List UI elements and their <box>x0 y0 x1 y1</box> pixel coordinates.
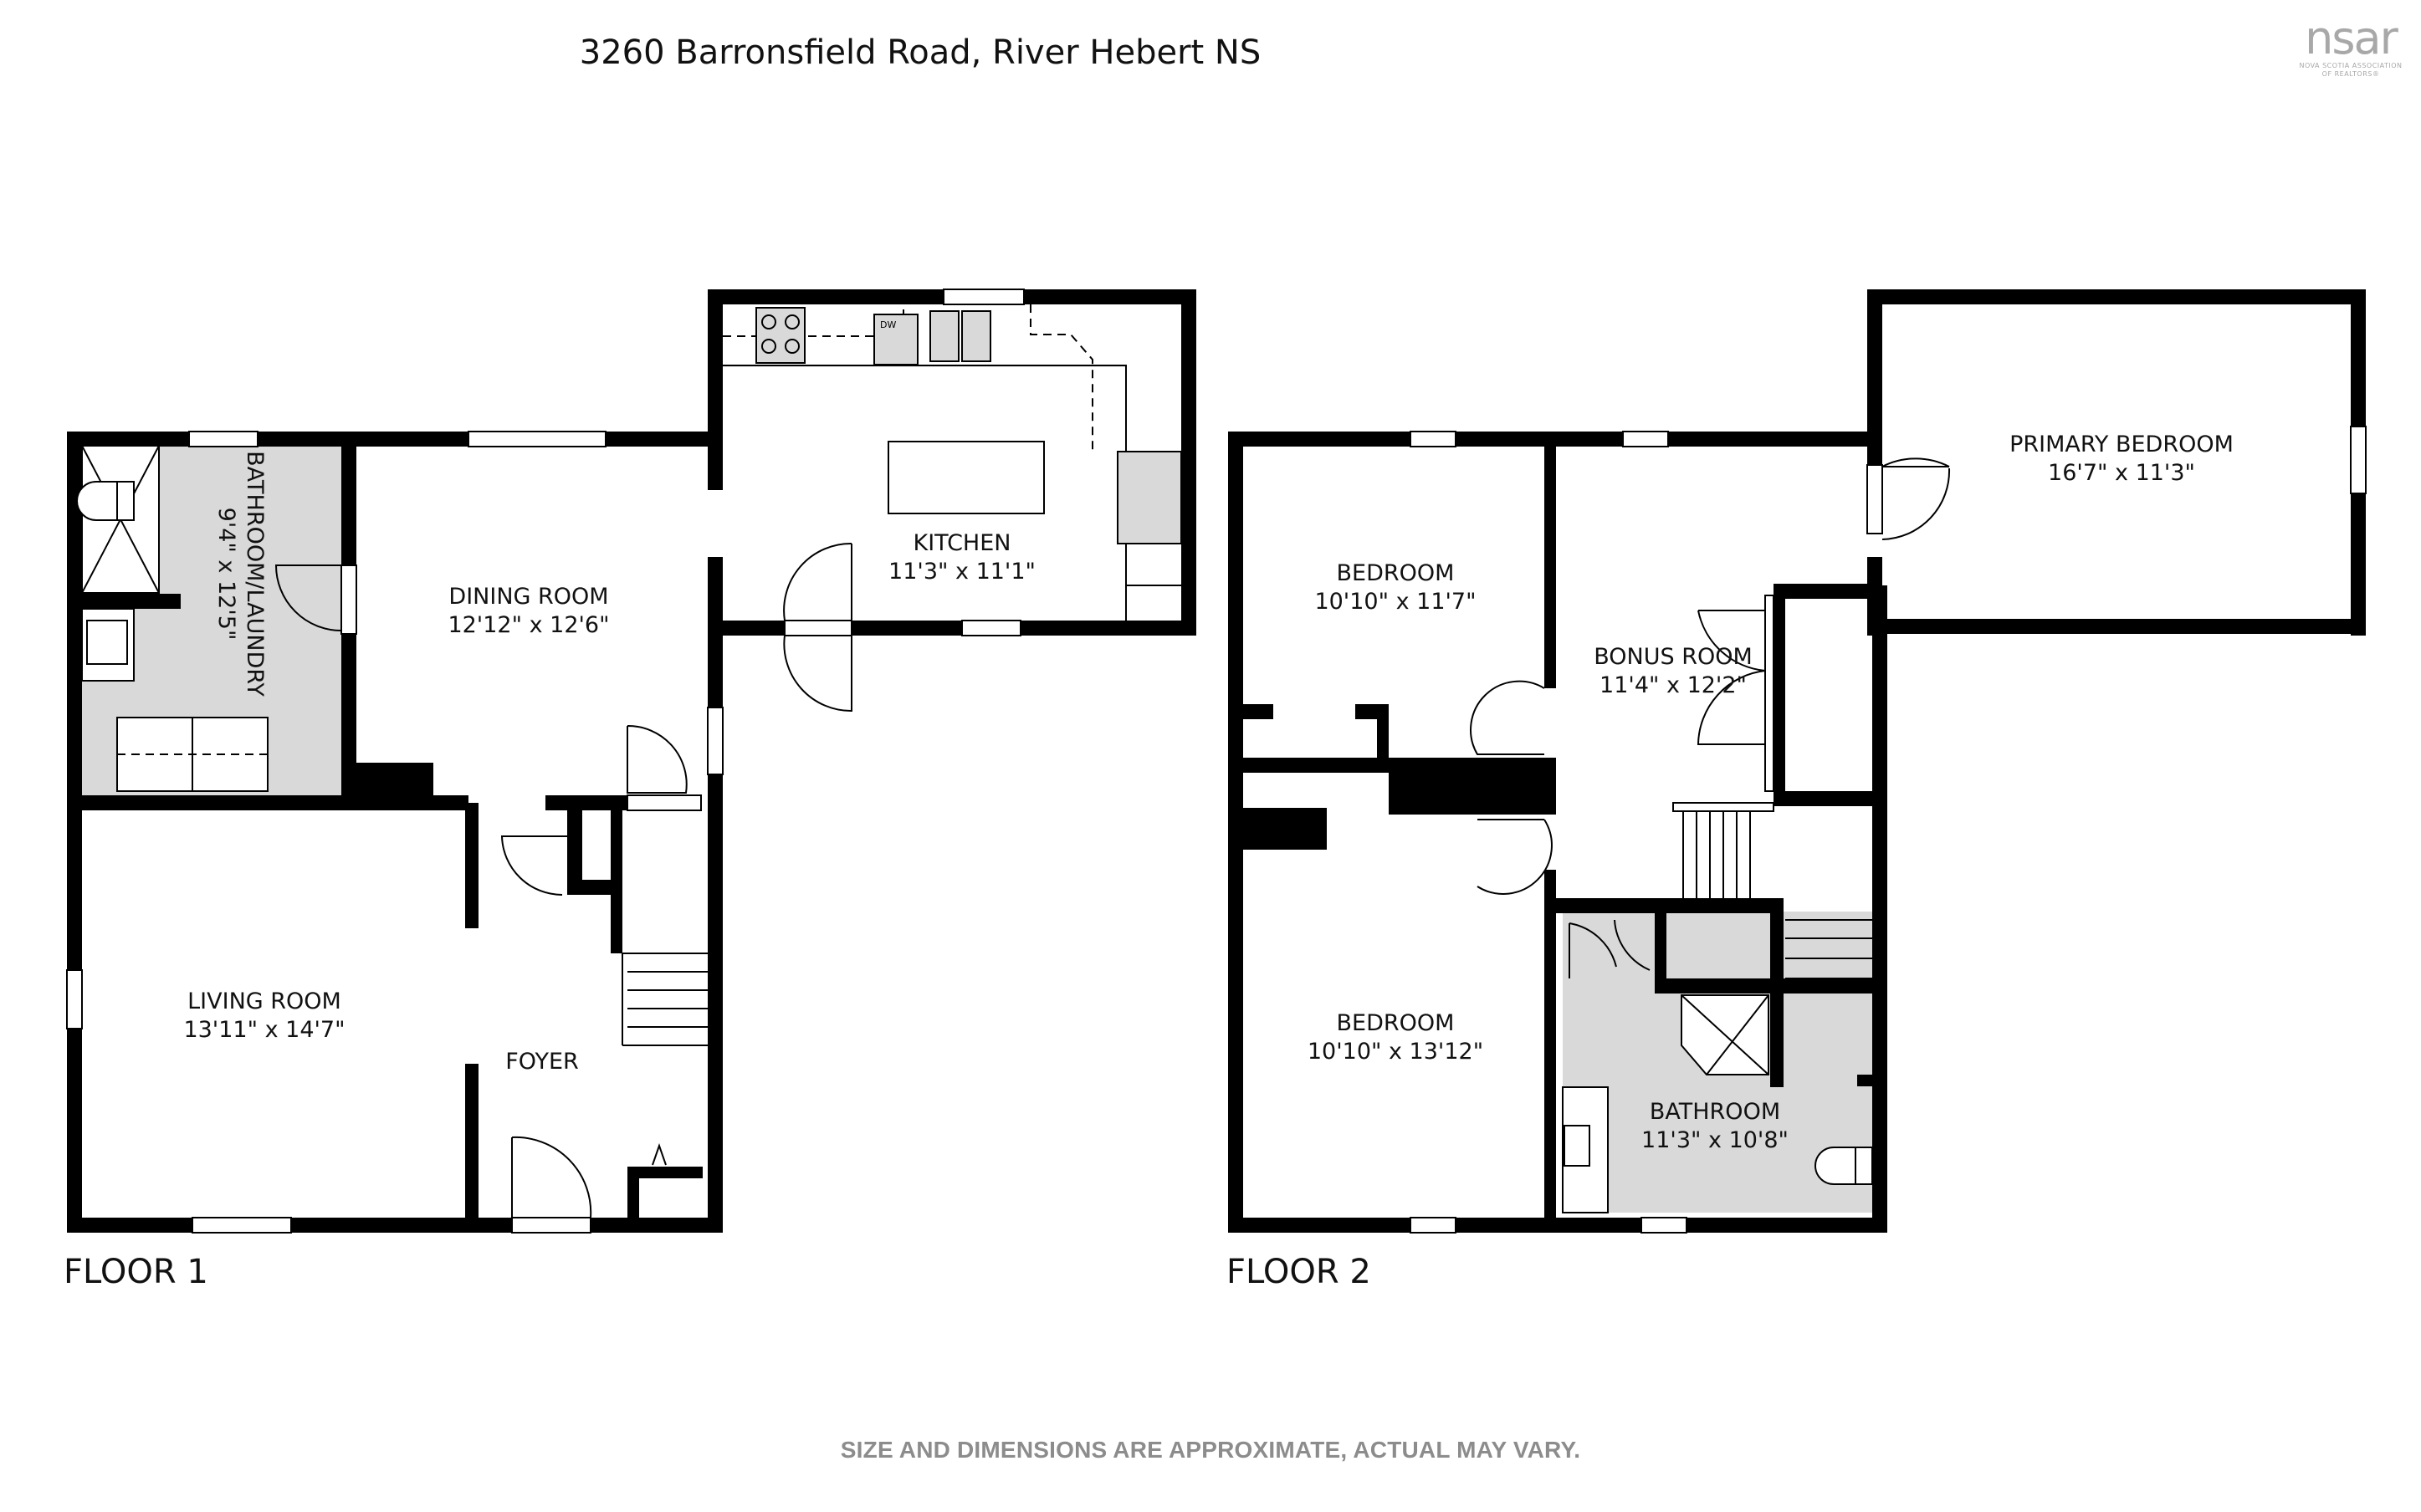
floor-1-label: FLOOR 1 <box>64 1253 208 1291</box>
refrigerator <box>1117 451 1182 544</box>
staircase <box>1672 802 1872 979</box>
disclaimer: SIZE AND DIMENSIONS ARE APPROXIMATE, ACT… <box>840 1437 1581 1463</box>
floor-2-plan <box>1228 289 2367 1234</box>
logo-wordmark: nsar <box>2305 12 2398 64</box>
room-name-bedroom-1: BEDROOM <box>1337 560 1455 586</box>
nsar-logo: nsar NOVA SCOTIA ASSOCIATION OF REALTORS… <box>2284 15 2418 79</box>
front-door-swing <box>511 1136 592 1218</box>
room-labels: BATHROOM/LAUNDRY 9'4" x 12'5" DINING ROO… <box>183 432 2233 1153</box>
window <box>192 1217 292 1234</box>
room-dims-bonus: 11'4" x 12'2" <box>1599 672 1747 698</box>
room-name-bonus: BONUS ROOM <box>1594 644 1753 670</box>
room-dims-kitchen: 11'3" x 11'1" <box>888 559 1036 585</box>
window <box>2350 426 2367 494</box>
room-dims-primary-bedroom: 16'7" x 11'3" <box>2048 460 2195 486</box>
bath-door-swing <box>1569 919 1651 978</box>
logo-line-2: OF REALTORS® <box>2321 70 2380 78</box>
toilet-icon <box>1814 1147 1856 1185</box>
room-dims-bedroom-2: 10'10" x 13'12" <box>1308 1039 1483 1065</box>
room-dims-dining: 12'12" x 12'6" <box>448 612 609 638</box>
room-name-foyer: FOYER <box>505 1049 579 1075</box>
room-name-kitchen: KITCHEN <box>914 530 1011 556</box>
primary-door-swing <box>1874 457 1951 540</box>
window <box>188 431 258 447</box>
sink-right <box>961 310 991 362</box>
door-swing <box>274 564 342 631</box>
stair-arrow-icon <box>652 1142 667 1166</box>
stove-icon <box>755 307 806 364</box>
kitchen-door-swing <box>783 542 852 713</box>
room-name-living: LIVING ROOM <box>187 988 341 1014</box>
room-name-bedroom-2: BEDROOM <box>1337 1010 1455 1036</box>
room-name-bathroom-laundry: BATHROOM/LAUNDRY <box>242 451 268 697</box>
closet-door-swing <box>500 835 567 896</box>
room-dims-bedroom-1: 10'10" x 11'7" <box>1314 589 1476 615</box>
window <box>707 707 724 775</box>
room-dims-living: 13'11" x 14'7" <box>183 1017 345 1043</box>
dishwasher <box>873 314 919 365</box>
door-swing <box>627 724 688 794</box>
room-dims-bathroom-laundry: 9'4" x 12'5" <box>213 508 239 641</box>
staircase <box>622 953 708 1046</box>
closet-double-door <box>1697 610 1766 745</box>
window <box>961 620 1021 636</box>
dishwasher-label: DW <box>880 319 896 330</box>
kitchen-island <box>888 441 1045 514</box>
toilet-tank <box>116 481 135 521</box>
sink-icon <box>86 620 128 665</box>
window <box>943 289 1025 305</box>
property-address-title: 3260 Barronsfield Road, River Hebert NS <box>579 33 1262 72</box>
room-name-primary-bedroom: PRIMARY BEDROOM <box>2009 432 2234 457</box>
sink-icon <box>1564 1125 1590 1167</box>
bath-door-opening <box>340 564 357 635</box>
logo-line-1: NOVA SCOTIA ASSOCIATION <box>2299 62 2403 69</box>
window <box>1410 431 1456 447</box>
window <box>1622 431 1669 447</box>
bedroom-door-swing <box>1470 680 1545 755</box>
window <box>66 969 83 1029</box>
toilet-icon <box>76 481 118 521</box>
toilet-tank <box>1855 1147 1873 1185</box>
floor-2-label: FLOOR 2 <box>1226 1253 1371 1291</box>
window <box>1640 1217 1687 1234</box>
floor-1-plan: DW <box>66 289 1196 1234</box>
room-name-dining: DINING ROOM <box>448 584 608 610</box>
room-name-bathroom: BATHROOM <box>1650 1099 1780 1125</box>
sink-left <box>929 310 960 362</box>
window <box>468 431 607 447</box>
bedroom-door-swing <box>1477 819 1553 895</box>
window <box>1410 1217 1456 1234</box>
room-dims-bathroom: 11'3" x 10'8" <box>1641 1127 1789 1153</box>
